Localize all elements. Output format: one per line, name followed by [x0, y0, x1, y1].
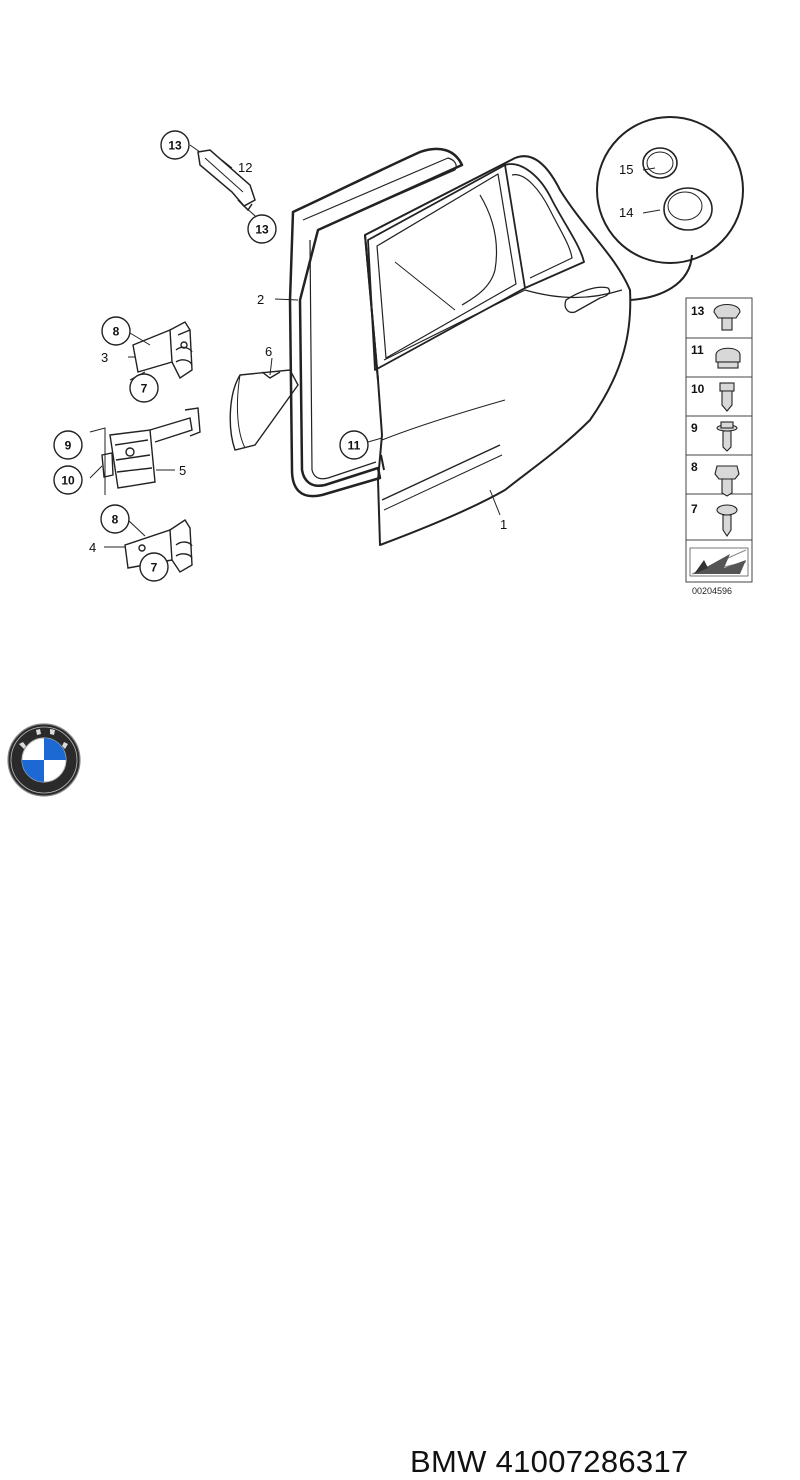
callout-14: 14	[619, 205, 633, 220]
leader-lines	[89, 144, 661, 561]
part-title: BMW 41007286317	[410, 1444, 689, 1479]
svg-text:11: 11	[348, 439, 361, 453]
legend-item-label: 13	[691, 304, 705, 318]
callout-13b: 13	[247, 214, 277, 244]
callout-8b: 8	[100, 504, 130, 534]
bolt-shank-icon	[722, 430, 732, 452]
callout-1: 1	[500, 517, 507, 532]
flange-screw-icon	[716, 504, 738, 516]
screw-head-icon	[719, 382, 735, 392]
expanding-nut-base-icon	[717, 361, 739, 369]
hex-bolt-shank-icon	[721, 478, 733, 497]
arrow-sign-icon	[689, 547, 749, 577]
legend-item-label: 11	[691, 343, 704, 357]
svg-text:13: 13	[255, 223, 269, 237]
bmw-logo	[7, 723, 81, 797]
screw-shank-icon	[721, 390, 733, 412]
svg-text:7: 7	[141, 382, 148, 396]
legend-item-label: 8	[691, 460, 698, 474]
legend-item-label: 9	[691, 421, 698, 435]
door-seal	[288, 147, 464, 498]
detail-bubble	[596, 116, 744, 301]
expanding-nut-icon	[715, 347, 741, 363]
callout-2: 2	[257, 292, 264, 307]
bolt-head-icon	[720, 421, 734, 429]
hinge-lower	[124, 519, 193, 573]
svg-text:10: 10	[61, 474, 75, 488]
reference-number: 00204596	[692, 586, 732, 596]
callout-5: 5	[179, 463, 186, 478]
clip-stem-icon	[721, 317, 733, 331]
callout-7b: 7	[139, 552, 169, 582]
door-check	[101, 407, 201, 489]
callout-12: 12	[238, 160, 252, 175]
callout-9: 9	[53, 430, 83, 460]
svg-text:7: 7	[151, 561, 158, 575]
door-parts-diagram: 13 13 8 7 9 10 11 8 7 12 2 3 6 5 4 1 15 …	[53, 116, 753, 596]
callout-8a: 8	[101, 316, 131, 346]
flange-screw-shank-icon	[722, 514, 732, 537]
svg-text:13: 13	[168, 139, 182, 153]
footer: BMW 41007286317	[0, 700, 800, 1479]
svg-text:8: 8	[112, 513, 119, 527]
callout-11: 11	[339, 430, 369, 460]
fastener-legend: 13 11 10 9 8 7	[685, 297, 753, 596]
door-shell	[364, 155, 632, 546]
cover-6	[229, 369, 299, 451]
legend-item-label: 10	[691, 382, 705, 396]
callout-3: 3	[101, 350, 108, 365]
hex-bolt-head-icon	[714, 465, 740, 480]
callout-6: 6	[265, 344, 272, 359]
hinge-upper	[132, 321, 193, 380]
svg-text:8: 8	[113, 325, 120, 339]
callout-15: 15	[619, 162, 633, 177]
callout-7a: 7	[129, 373, 159, 403]
clip-nut-icon	[713, 303, 741, 319]
callout-10: 10	[53, 465, 83, 495]
svg-text:9: 9	[65, 439, 72, 453]
bracket-12	[197, 149, 256, 212]
callout-13a: 13	[160, 130, 190, 160]
callout-4: 4	[89, 540, 96, 555]
legend-item-label: 7	[691, 502, 698, 516]
